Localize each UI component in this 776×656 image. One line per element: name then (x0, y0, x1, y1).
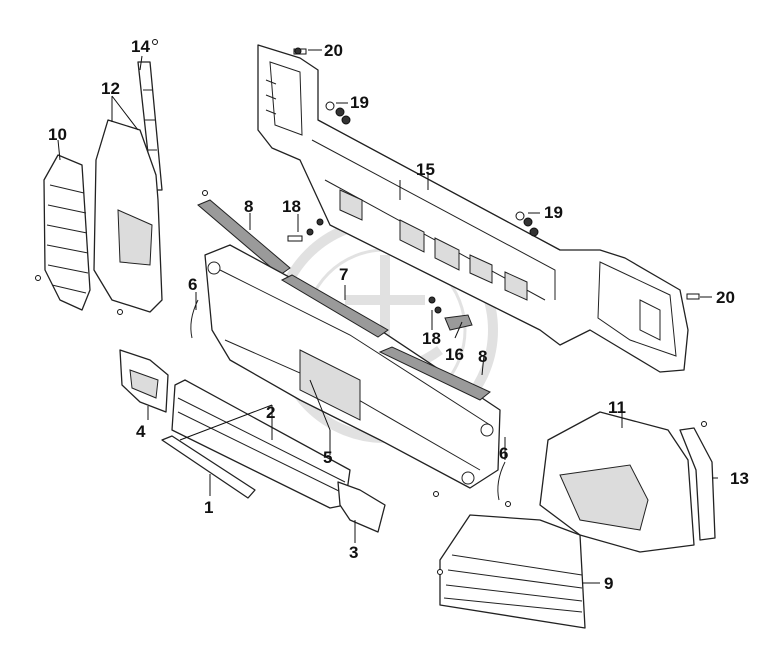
bolt-20-top (293, 47, 307, 55)
grille-right (439, 514, 586, 629)
callout-12: 11 (608, 398, 626, 417)
leader-lines (57, 49, 718, 584)
lamp-bracket-left (119, 349, 169, 413)
callout-18-left: 18 (282, 197, 301, 216)
bolt-18-center (428, 296, 442, 314)
bolt-20-right (686, 293, 700, 300)
lower-bracket (161, 435, 256, 499)
lamp-bracket-right (337, 481, 386, 533)
corner-panel-left (93, 119, 163, 313)
callout-13: 12 (101, 79, 120, 98)
callout-10: 9 (604, 574, 613, 593)
grille-left (43, 154, 91, 311)
callout-1: 1 (204, 498, 213, 517)
upper-trim-strip (197, 199, 291, 276)
front-bumper (204, 244, 501, 489)
center-trim-strip (280, 274, 389, 338)
callout-9: 8 (244, 197, 253, 216)
callout-19-right: 19 (544, 203, 563, 222)
callout-20-right: 20 (716, 288, 735, 307)
callout-labels: 14 12 10 20 19 15 8 18 19 7 6 20 18 16 8… (48, 37, 749, 593)
callout-15: 14 (131, 37, 150, 56)
callout-14: 13 (730, 469, 749, 488)
callout-8: 8 (478, 347, 487, 366)
callout-7: 7 (339, 265, 348, 284)
callout-19-top: 19 (350, 93, 369, 112)
bolt-19-right (515, 211, 539, 237)
screws (35, 39, 707, 575)
bracket-17 (444, 314, 473, 331)
corner-panel-right (539, 411, 695, 553)
bolt-19-top (325, 101, 351, 125)
callout-20-top: 20 (324, 41, 343, 60)
seal-strip-right (497, 461, 506, 501)
side-bracket-right (679, 427, 716, 541)
callout-5: 5 (323, 448, 332, 467)
callout-11: 10 (48, 125, 67, 144)
callout-16: 15 (416, 160, 435, 179)
callout-6-left: 6 (188, 275, 197, 294)
bolt-18-left (287, 218, 324, 242)
seal-strip-left (190, 299, 199, 339)
callout-2: 2 (266, 403, 275, 422)
callout-17: 16 (445, 345, 464, 364)
support-frame (257, 44, 689, 373)
callout-3: 3 (349, 543, 358, 562)
callout-18-center: 18 (422, 329, 441, 348)
callout-4: 4 (136, 422, 146, 441)
lower-trim-strip (378, 346, 491, 401)
callout-6-right: 6 (499, 444, 508, 463)
side-bracket-left (137, 61, 163, 191)
